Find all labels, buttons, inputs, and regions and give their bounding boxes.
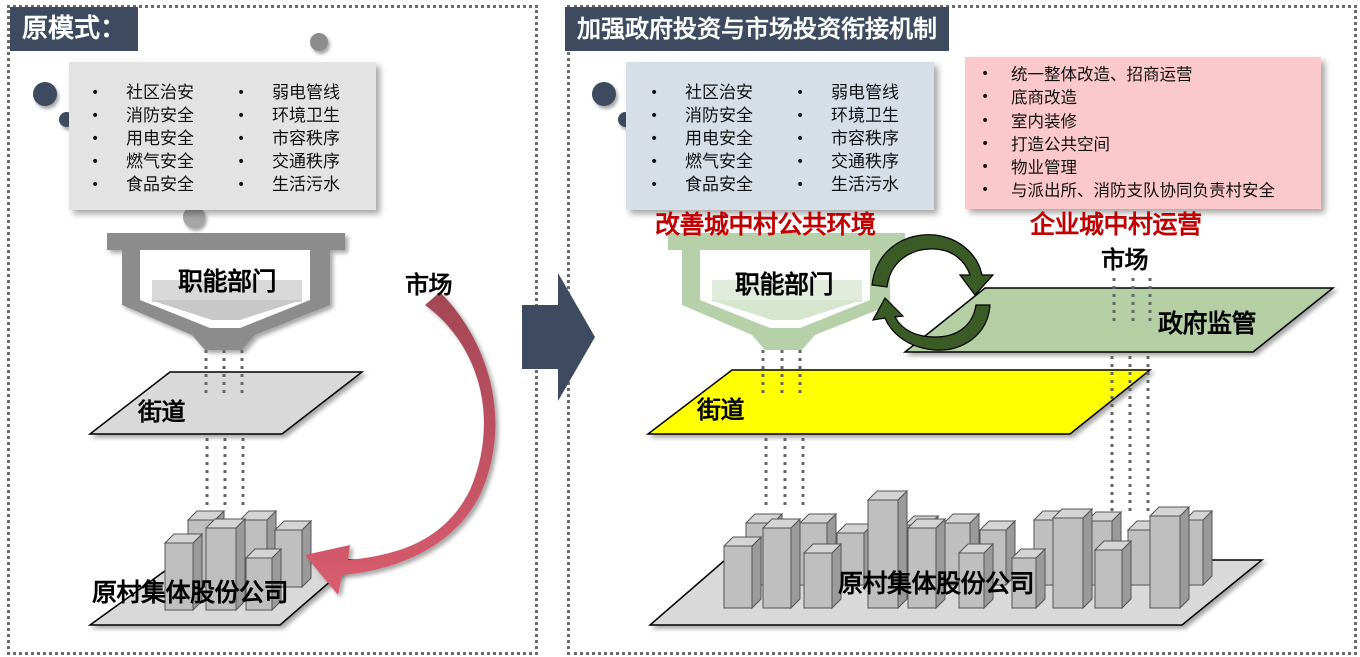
duty-item: 交通秩序 [237, 151, 340, 174]
decor-dot [310, 33, 328, 51]
funnel-label: 职能部门 [178, 267, 277, 296]
duty-item: 生活污水 [237, 174, 340, 197]
decor-dot [33, 82, 57, 106]
building [906, 517, 947, 610]
connector-lines-right [761, 278, 1152, 512]
right-panel-title: 加强政府投资与市场投资衔接机制 [565, 7, 949, 51]
duty-item: 消防安全 [91, 105, 194, 128]
funnel-icon [107, 233, 345, 350]
enterprise-task-item: 室内装修 [981, 110, 1275, 134]
duty-item: 环境卫生 [796, 105, 899, 128]
gov-supervision-label: 政府监管 [1158, 309, 1257, 338]
building [1093, 539, 1133, 610]
duty-item: 社区治安 [91, 82, 194, 105]
decor-dot [183, 206, 205, 228]
building [204, 517, 247, 612]
enterprise-task-item: 与派出所、消防支队协同负责村安全 [981, 179, 1275, 203]
duty-item: 食品安全 [650, 174, 753, 197]
building [273, 519, 313, 589]
company-label-right: 原村集体股份公司 [838, 569, 1035, 598]
duty-item: 环境卫生 [237, 105, 340, 128]
funnel-icon-green [668, 233, 905, 350]
market-label: 市场 [405, 271, 453, 299]
building [1051, 507, 1094, 610]
decor-dot [592, 82, 616, 106]
enterprise-task-item: 物业管理 [981, 156, 1275, 180]
duty-item: 市容秩序 [796, 128, 899, 151]
building [866, 489, 909, 610]
public-env-heading: 改善城中村公共环境 [655, 210, 876, 239]
curved-arrow-icon [305, 292, 496, 595]
duties-col-1: 社区治安 消防安全 用电安全 燃气安全 食品安全 [650, 82, 753, 197]
building [163, 532, 204, 612]
building [1010, 547, 1047, 610]
enterprise-task-item: 统一整体改造、招商运营 [981, 63, 1275, 87]
company-label: 原村集体股份公司 [92, 578, 289, 607]
enterprise-task-item: 打造公共空间 [981, 133, 1275, 157]
duty-item: 交通秩序 [796, 151, 899, 174]
duty-item: 用电安全 [650, 128, 753, 151]
enterprise-task-list: 统一整体改造、招商运营 底商改造 室内装修 打造公共空间 物业管理 与派出所、消… [981, 63, 1275, 203]
building [1148, 505, 1191, 610]
street-plane-yellow [645, 369, 1153, 435]
market-label-right: 市场 [1101, 246, 1149, 274]
duty-item: 食品安全 [91, 174, 194, 197]
duty-item: 市容秩序 [237, 128, 340, 151]
duties-col-1: 社区治安 消防安全 用电安全 燃气安全 食品安全 [91, 82, 194, 197]
building [244, 547, 283, 612]
duty-item: 生活污水 [796, 174, 899, 197]
duties-col-2: 弱电管线 环境卫生 市容秩序 交通秩序 生活污水 [237, 82, 340, 197]
duty-item: 燃气安全 [91, 151, 194, 174]
street-label-right: 街道 [697, 396, 745, 424]
duty-item: 社区治安 [650, 82, 753, 105]
enterprise-tasks-box: 统一整体改造、招商运营 底商改造 室内装修 打造公共空间 物业管理 与派出所、消… [965, 57, 1321, 209]
cycle-arrows-icon [871, 234, 995, 351]
street-label: 街道 [138, 398, 186, 426]
duty-item: 弱电管线 [796, 82, 899, 105]
building [802, 542, 843, 610]
building [957, 542, 995, 610]
gov-supervision-plane [902, 287, 1336, 353]
duties-box-left: 社区治安 消防安全 用电安全 燃气安全 食品安全 弱电管线 环境卫生 市容秩序 … [69, 62, 376, 210]
connector-lines [204, 350, 245, 507]
building [722, 535, 763, 610]
duties-box-right: 社区治安 消防安全 用电安全 燃气安全 食品安全 弱电管线 环境卫生 市容秩序 … [626, 62, 934, 210]
duty-item: 消防安全 [650, 105, 753, 128]
duty-item: 燃气安全 [650, 151, 753, 174]
duties-col-2: 弱电管线 环境卫生 市容秩序 交通秩序 生活污水 [796, 82, 899, 197]
left-panel-title: 原模式： [10, 7, 139, 51]
buildings-icon-right [722, 489, 1214, 610]
right-arrow-icon [522, 273, 595, 401]
enterprise-task-item: 底商改造 [981, 86, 1275, 110]
duty-item: 用电安全 [91, 128, 194, 151]
duty-item: 弱电管线 [237, 82, 340, 105]
buildings-icon [163, 509, 313, 612]
enterprise-heading: 企业城中村运营 [1030, 210, 1202, 239]
funnel-label-right: 职能部门 [735, 270, 834, 299]
building [761, 517, 802, 610]
street-plane [87, 371, 365, 435]
